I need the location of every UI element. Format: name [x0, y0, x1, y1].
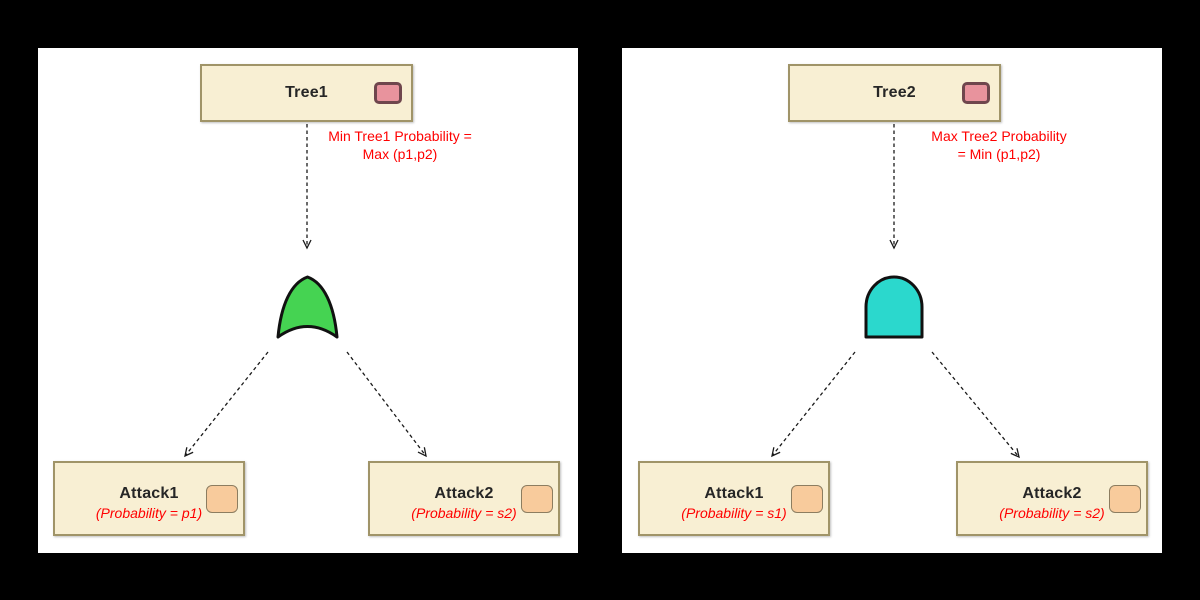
- attack2-node[interactable]: Attack2 (Probability = s2): [368, 461, 560, 536]
- attack2-label: Attack2: [1022, 485, 1082, 502]
- diagram-panel-tree2: Tree2 Max Tree2 Probability = Min (p1,p2…: [622, 48, 1162, 553]
- tree1-node[interactable]: Tree1: [200, 64, 413, 122]
- attack-badge-icon: [206, 484, 238, 513]
- edge-gate-to-attack2: [346, 351, 427, 458]
- attack-badge-icon: [791, 484, 823, 513]
- tree-badge-icon: [374, 82, 402, 104]
- diagram-panel-tree1: Tree1 Min Tree1 Probability = Max (p1,p2…: [38, 48, 578, 553]
- attack1-node[interactable]: Attack1 (Probability = s1): [638, 461, 830, 536]
- attack-badge-icon: [1109, 484, 1141, 513]
- attack2-probability: (Probability = s2): [411, 505, 517, 521]
- annotation-line1: Max Tree2 Probability: [931, 128, 1067, 144]
- attack1-probability: (Probability = s1): [681, 505, 787, 521]
- annotation-line2: = Min (p1,p2): [957, 146, 1041, 162]
- or-gate-icon[interactable]: [276, 275, 339, 339]
- attack-badge-icon: [521, 484, 553, 513]
- edge-gate-to-attack1: [184, 351, 269, 458]
- annotation-line1: Min Tree1 Probability =: [328, 128, 472, 144]
- tree1-annotation: Min Tree1 Probability = Max (p1,p2): [315, 127, 485, 163]
- diagram-edges-right: [771, 124, 1020, 459]
- attack1-label: Attack1: [704, 485, 764, 502]
- tree-badge-icon: [962, 82, 990, 104]
- tree2-label: Tree2: [873, 84, 916, 101]
- attack2-probability: (Probability = s2): [999, 505, 1105, 521]
- attack1-probability: (Probability = p1): [95, 505, 203, 521]
- and-gate-icon[interactable]: [864, 275, 924, 339]
- edge-gate-to-attack2: [931, 351, 1020, 459]
- attack1-label: Attack1: [119, 485, 179, 502]
- tree1-label: Tree1: [285, 84, 328, 101]
- tree2-node[interactable]: Tree2: [788, 64, 1001, 122]
- diagram-edges-left: [184, 124, 427, 458]
- annotation-line2: Max (p1,p2): [362, 146, 438, 162]
- edge-gate-to-attack1: [771, 351, 856, 458]
- tree2-annotation: Max Tree2 Probability = Min (p1,p2): [917, 127, 1081, 163]
- attack1-node[interactable]: Attack1 (Probability = p1): [53, 461, 245, 536]
- attack2-label: Attack2: [434, 485, 494, 502]
- attack2-node[interactable]: Attack2 (Probability = s2): [956, 461, 1148, 536]
